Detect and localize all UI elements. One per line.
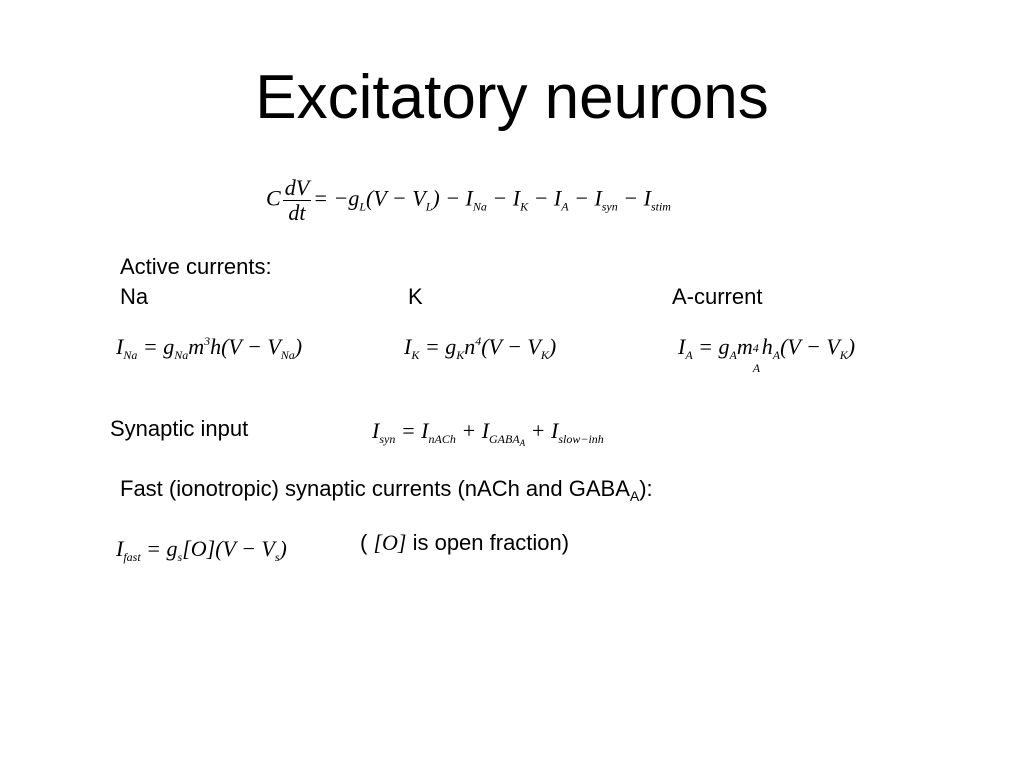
k-eq-isub: K <box>411 348 420 362</box>
a-eq-i: I <box>678 334 686 359</box>
k-eq-close: ) <box>548 334 557 359</box>
open-fraction-note: ( [O] is open fraction) <box>360 530 569 556</box>
eq-sub-a: A <box>561 199 569 214</box>
k-eq-vsub: K <box>540 348 549 362</box>
a-eq-rest: (V − V <box>780 334 840 359</box>
syn-eq-gaba: GABA <box>489 432 520 446</box>
na-label: Na <box>120 284 149 309</box>
synaptic-equation: Isyn = InACh + IGABAA + Islow−inh <box>372 418 604 448</box>
fast-eq-i: I <box>116 536 124 561</box>
fast-eq-isub: fast <box>123 550 141 564</box>
na-eq-rest: h(V − V <box>210 334 281 359</box>
eq-rhs: = −g <box>313 185 360 211</box>
k-eq-g: = g <box>419 334 457 359</box>
eq-minus-ia: − I <box>528 185 562 211</box>
na-equation: INa = gNam3h(V − VNa) <box>116 334 303 362</box>
syn-eq-i2: + I <box>455 418 490 443</box>
a-eq-h: h <box>761 334 773 359</box>
eq-minus-istim: − I <box>617 185 651 211</box>
fast-equation: Ifast = gs[O](V − Vs) <box>116 536 287 564</box>
na-eq-close: ) <box>294 334 303 359</box>
k-eq-rest: (V − V <box>481 334 541 359</box>
a-eq-vsub: K <box>839 348 848 362</box>
synaptic-input-label: Synaptic input <box>110 416 249 441</box>
fast-eq-vsub: s <box>274 550 280 564</box>
a-eq-isub: A <box>685 348 693 362</box>
syn-eq-i3: + I <box>525 418 559 443</box>
eq-terms: ) − I <box>432 185 473 211</box>
k-eq-i: I <box>404 334 412 359</box>
syn-eq-slow: slow−inh <box>558 432 604 446</box>
syn-eq-isub: syn <box>379 432 396 446</box>
a-eq-hsub: A <box>772 348 781 362</box>
k-eq-nexp: 4 <box>475 334 482 348</box>
fast-eq-rest: [O](V − V <box>182 536 275 561</box>
a-eq-g: = g <box>692 334 730 359</box>
fast-eq-close: ) <box>279 536 287 561</box>
eq-minus-ik: − I <box>486 185 521 211</box>
k-eq-gsub: K <box>456 348 465 362</box>
na-eq-m: m <box>188 334 205 359</box>
eq-frac-num: dV <box>282 175 312 201</box>
syn-eq-gaba-sub: A <box>519 438 526 448</box>
a-current-label: A-current <box>672 284 763 309</box>
k-label: K <box>408 284 423 309</box>
fast-eq-gsub: s <box>177 550 183 564</box>
slide-title: Excitatory neurons <box>255 63 769 132</box>
note-o-symbol: [O] <box>373 530 407 555</box>
na-eq-isub: Na <box>123 348 138 362</box>
na-eq-i: I <box>116 334 124 359</box>
a-eq-close: ) <box>847 334 856 359</box>
eq-sub-l: L <box>359 199 367 214</box>
note-text: is open fraction) <box>406 530 570 555</box>
note-open-paren: ( <box>360 530 374 555</box>
a-eq-m: m <box>736 334 753 359</box>
note-o-math: [O] <box>373 530 406 555</box>
fast-currents-label: Fast (ionotropic) synaptic currents (nAC… <box>120 476 653 504</box>
eq-sub-k: K <box>520 199 529 214</box>
eq-rhs-rest: (V − V <box>366 185 426 211</box>
a-eq-gsub: A <box>729 348 737 362</box>
na-eq-mexp: 3 <box>204 334 211 348</box>
eq-sub-na: Na <box>472 199 487 214</box>
active-currents-heading: Active currents: <box>120 254 272 279</box>
syn-eq-i1: = I <box>395 418 429 443</box>
syn-eq-i: I <box>372 418 380 443</box>
fast-eq-g: = g <box>140 536 178 561</box>
fast-label-sub: A <box>629 488 640 504</box>
eq-c: C <box>266 185 281 211</box>
eq-sub-vl: L <box>425 199 433 214</box>
eq-sub-stim: stim <box>650 199 671 214</box>
na-eq-vsub: Na <box>280 348 295 362</box>
eq-minus-isyn: − I <box>568 185 602 211</box>
eq-frac-den: dt <box>288 200 306 225</box>
syn-eq-nach: nACh <box>428 432 456 446</box>
fast-label-post: ): <box>639 476 653 501</box>
eq-sub-syn: syn <box>601 199 618 214</box>
k-eq-n: n <box>464 334 476 359</box>
na-eq-gsub: Na <box>174 348 189 362</box>
na-eq-g: = g <box>137 334 175 359</box>
fast-label-pre: Fast (ionotropic) synaptic currents (nAC… <box>120 476 630 501</box>
k-equation: IK = gKn4(V − VK) <box>404 334 557 362</box>
